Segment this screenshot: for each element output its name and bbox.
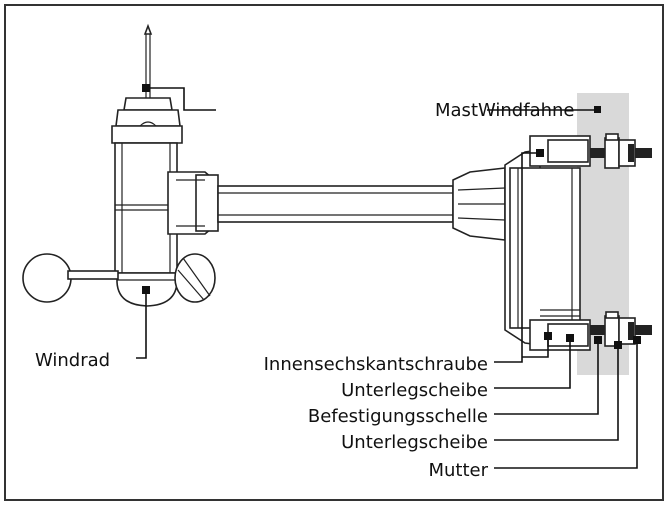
unterlegscheibe-2-leader bbox=[494, 345, 619, 441]
spike-leader bbox=[146, 87, 216, 111]
sensor-head bbox=[111, 23, 219, 307]
label-unterlegscheibe-2: Unterlegscheibe bbox=[341, 432, 488, 453]
lower-bolt-assembly bbox=[590, 311, 652, 347]
label-windrad: Windrad bbox=[35, 350, 110, 371]
label-innensechskantschraube: Innensechskantschraube bbox=[264, 354, 488, 375]
unterlegscheibe-1-leader bbox=[494, 338, 571, 389]
mounting-bracket bbox=[504, 135, 591, 351]
befestigungsschelle-leader bbox=[494, 340, 599, 415]
mast-leader-dot bbox=[594, 106, 601, 113]
upper-bolt-assembly bbox=[590, 133, 652, 169]
diagram-frame bbox=[4, 4, 664, 501]
label-unterlegscheibe-1: Unterlegscheibe bbox=[341, 380, 488, 401]
windrad-leader bbox=[136, 290, 147, 359]
label-mutter: Mutter bbox=[428, 460, 488, 481]
innensechskantschraube-leader bbox=[494, 152, 541, 363]
label-befestigungsschelle: Befestigungsschelle bbox=[308, 406, 488, 427]
boom-arm bbox=[217, 167, 506, 241]
wind-cups bbox=[22, 253, 216, 303]
mutter-leader bbox=[494, 340, 638, 469]
